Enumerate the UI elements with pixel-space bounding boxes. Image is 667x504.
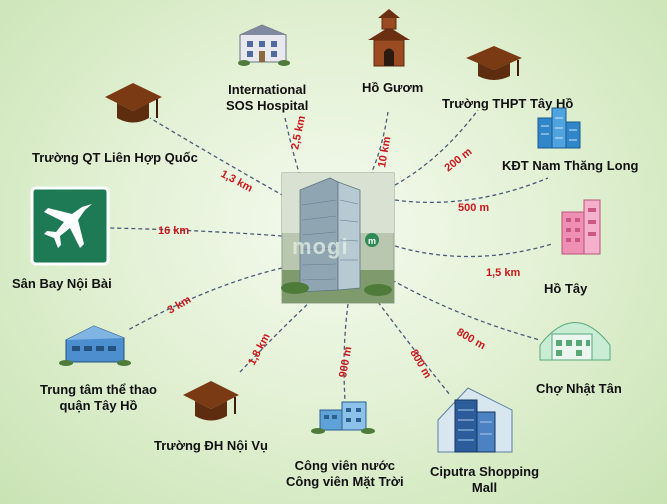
label-thethao: Trung tâm thể thao quận Tây Hồ — [40, 382, 157, 414]
label-ciputra: Ciputra Shopping Mall — [430, 464, 539, 496]
label-hotay-text: Hồ Tây — [544, 281, 588, 296]
distance-lhq: 1,3 km — [219, 168, 255, 195]
connector-hoguom — [369, 111, 389, 177]
label-ciputra-text: Ciputra Shopping Mall — [430, 464, 540, 495]
connector-ciputra — [377, 301, 451, 396]
label-cho-text: Chợ Nhật Tân — [536, 381, 622, 396]
distance-hoguom: 10 km — [376, 136, 393, 169]
label-noibai: Sân Bay Nội Bài — [12, 276, 112, 292]
distance-ciputra: 800 m — [407, 348, 433, 381]
connectors — [109, 109, 553, 401]
distance-noibai: 16 km — [158, 225, 189, 237]
label-lhq-text: Trường QT Liên Hợp Quốc — [32, 150, 198, 165]
connector-lhq — [149, 117, 285, 197]
label-sos: International SOS Hospital — [226, 82, 308, 114]
label-thpt-text: Trường THPT Tây Hồ — [442, 96, 574, 111]
connector-cho — [391, 279, 541, 341]
label-kdt: KĐT Nam Thăng Long — [502, 158, 639, 174]
label-thethao-text: Trung tâm thể thao quận Tây Hồ — [40, 382, 157, 413]
connector-congvien — [343, 303, 349, 401]
connector-hotay — [394, 243, 553, 258]
central-building-image: m — [281, 172, 395, 304]
label-hoguom: Hồ Gươm — [362, 80, 423, 96]
airplane-sign-icon — [30, 186, 110, 266]
connector-noivu — [239, 299, 313, 373]
label-noivu: Trường ĐH Nội Vụ — [154, 438, 268, 454]
label-noivu-text: Trường ĐH Nội Vụ — [154, 438, 268, 453]
distance-kdt: 500 m — [458, 202, 489, 214]
distance-thpt: 200 m — [442, 146, 474, 175]
label-lhq: Trường QT Liên Hợp Quốc — [32, 150, 198, 166]
mall-building-icon — [437, 387, 513, 453]
distance-congvien: 900 m — [337, 346, 354, 379]
label-hotay: Hồ Tây — [544, 281, 587, 297]
label-kdt-text: KĐT Nam Thăng Long — [502, 158, 639, 173]
graduation-cap-icon — [105, 83, 162, 123]
hospital-building-icon — [238, 24, 290, 66]
svg-text:m: m — [368, 236, 376, 246]
distance-sos: 2,5 km — [289, 114, 308, 150]
connector-thethao — [127, 267, 283, 331]
connector-kdt — [394, 177, 549, 204]
market-building-icon — [539, 322, 611, 361]
sports-center-icon — [59, 325, 131, 366]
pink-tower-icon — [561, 199, 601, 255]
connector-noibai — [109, 227, 283, 237]
distance-hotay: 1,5 km — [486, 267, 520, 279]
distance-noivu: 1,8 km — [246, 331, 273, 367]
graduation-cap-icon — [183, 381, 239, 421]
label-congvien-text: Công viên nước Công viên Mặt Trời — [286, 458, 404, 489]
distance-cho: 800 m — [455, 326, 488, 352]
label-congvien: Công viên nước Công viên Mặt Trời — [286, 458, 404, 490]
connector-thpt — [394, 109, 479, 186]
label-cho: Chợ Nhật Tân — [536, 381, 622, 397]
city-buildings-icon — [537, 107, 581, 149]
label-noibai-text: Sân Bay Nội Bài — [12, 276, 112, 291]
connector-sos — [284, 117, 301, 177]
graduation-cap-icon — [466, 46, 522, 80]
label-thpt: Trường THPT Tây Hồ — [442, 96, 573, 112]
label-sos-text: International SOS Hospital — [226, 82, 309, 113]
pagoda-icon — [368, 9, 410, 67]
distance-thethao: 3 km — [166, 294, 194, 317]
watermark: mogi — [292, 234, 349, 259]
label-hoguom-text: Hồ Gươm — [362, 80, 424, 95]
park-building-icon — [311, 401, 375, 434]
